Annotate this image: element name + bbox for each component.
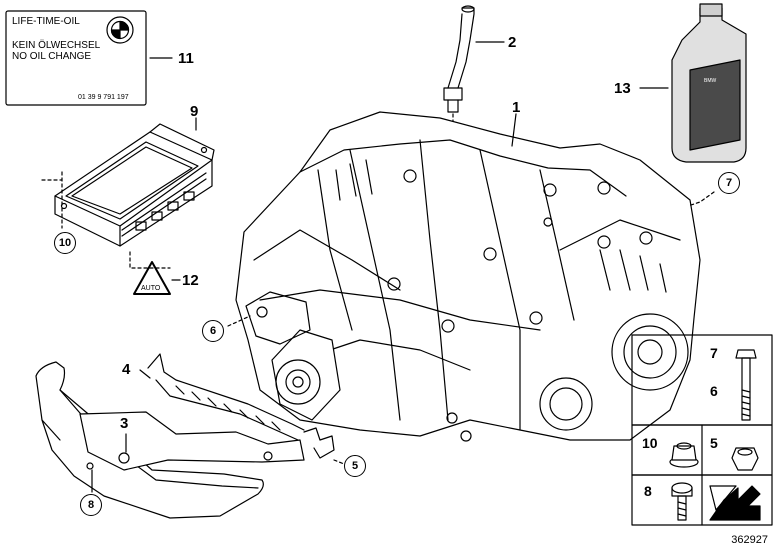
grid-ref-bolt-b: 6 <box>710 383 718 399</box>
warning-symbol-text: AUTO <box>141 285 161 292</box>
diagram-number: 362927 <box>731 534 768 546</box>
warning-triangle-icon <box>133 261 171 295</box>
hex-bolt-icon <box>735 349 757 421</box>
grid-ref-flange-nut: 10 <box>642 435 658 451</box>
svg-text:BMW: BMW <box>704 78 717 84</box>
transfer-case-drawing <box>235 111 701 442</box>
callout-1: 1 <box>512 99 521 116</box>
sticker-english-text: NO OIL CHANGE <box>12 51 92 62</box>
callout-8-circled: 8 <box>80 494 102 516</box>
sticker-part-code: 01 39 9 791 197 <box>78 94 129 101</box>
control-unit-drawing <box>54 123 215 247</box>
callout-2: 2 <box>508 34 517 51</box>
sticker-title: LIFE-TIME-OIL <box>12 16 80 27</box>
callout-4: 4 <box>122 361 131 378</box>
grid-ref-hex-nut: 5 <box>710 435 718 451</box>
mounting-bracket-drawing <box>79 353 335 471</box>
fitting-arrow-icon <box>709 485 761 521</box>
hex-nut-icon <box>731 447 759 471</box>
torx-screw-icon <box>671 482 693 521</box>
callout-13: 13 <box>614 80 631 97</box>
callout-12: 12 <box>182 272 199 289</box>
sticker-german-text: KEIN ÖLWECHSEL <box>12 40 101 51</box>
oil-bottle-drawing: BMW <box>671 3 747 163</box>
oil-sticker-frame <box>5 10 147 106</box>
flange-nut-icon <box>669 442 699 468</box>
callout-9: 9 <box>190 103 199 120</box>
bmw-logo-icon <box>106 16 134 44</box>
hardware-grid <box>631 334 773 526</box>
callout-3: 3 <box>120 415 129 432</box>
callout-6-circled: 6 <box>202 320 224 342</box>
grid-ref-bolt-a: 7 <box>710 345 718 361</box>
callout-10-circled: 10 <box>54 232 76 254</box>
callout-5-circled: 5 <box>344 455 366 477</box>
callout-11: 11 <box>178 50 194 67</box>
grid-ref-torx-screw: 8 <box>644 483 652 499</box>
callout-7-circled: 7 <box>718 172 740 194</box>
